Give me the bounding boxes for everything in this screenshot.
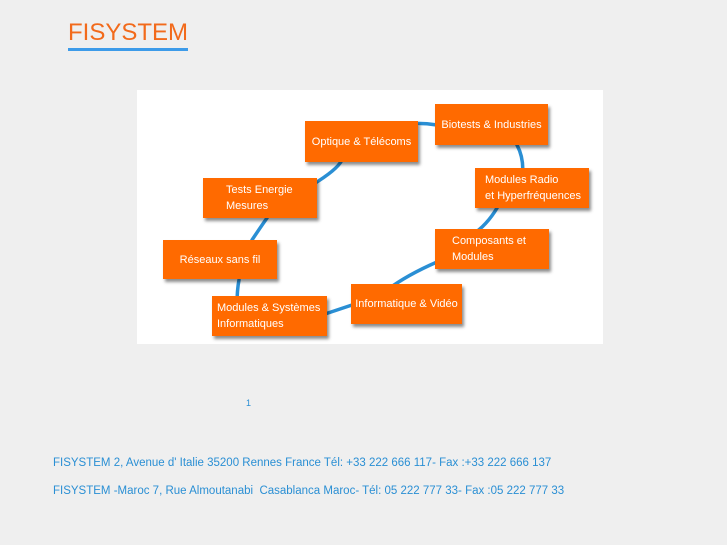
- node-label: et Hyperfréquences: [485, 190, 581, 202]
- business-areas-diagram: Optique & Télécoms Biotests & Industries…: [137, 90, 603, 344]
- node-label: Tests Energie: [226, 184, 293, 196]
- node-label: Biotests & Industries: [441, 118, 542, 131]
- node-label: Modules: [452, 251, 494, 263]
- logo[interactable]: FISYSTEM: [68, 20, 189, 51]
- node-modules-radio[interactable]: Modules Radio et Hyperfréquences: [475, 168, 589, 208]
- node-biotests-industries[interactable]: Biotests & Industries: [435, 104, 548, 145]
- node-optique-telecoms[interactable]: Optique & Télécoms: [305, 121, 418, 162]
- node-composants-modules[interactable]: Composants et Modules: [435, 229, 549, 269]
- node-label: Optique & Télécoms: [311, 135, 412, 148]
- stray-text: 1: [246, 398, 252, 408]
- address-france: FISYSTEM 2, Avenue d' Italie 35200 Renne…: [53, 457, 552, 469]
- node-label: Modules Radio: [485, 174, 559, 186]
- address-maroc: FISYSTEM -Maroc 7, Rue Almoutanabi Casab…: [53, 485, 565, 497]
- node-label: Réseaux sans fil: [179, 253, 261, 266]
- node-label: Modules & Systèmes: [217, 302, 321, 314]
- node-label: Composants et: [452, 235, 526, 247]
- node-informatique-video[interactable]: Informatique & Vidéo: [351, 284, 462, 324]
- node-label: Informatiques: [217, 318, 284, 330]
- node-label: Mesures: [226, 200, 269, 212]
- node-reseaux-sans-fil[interactable]: Réseaux sans fil: [163, 240, 277, 279]
- node-label: Informatique & Vidéo: [355, 298, 458, 310]
